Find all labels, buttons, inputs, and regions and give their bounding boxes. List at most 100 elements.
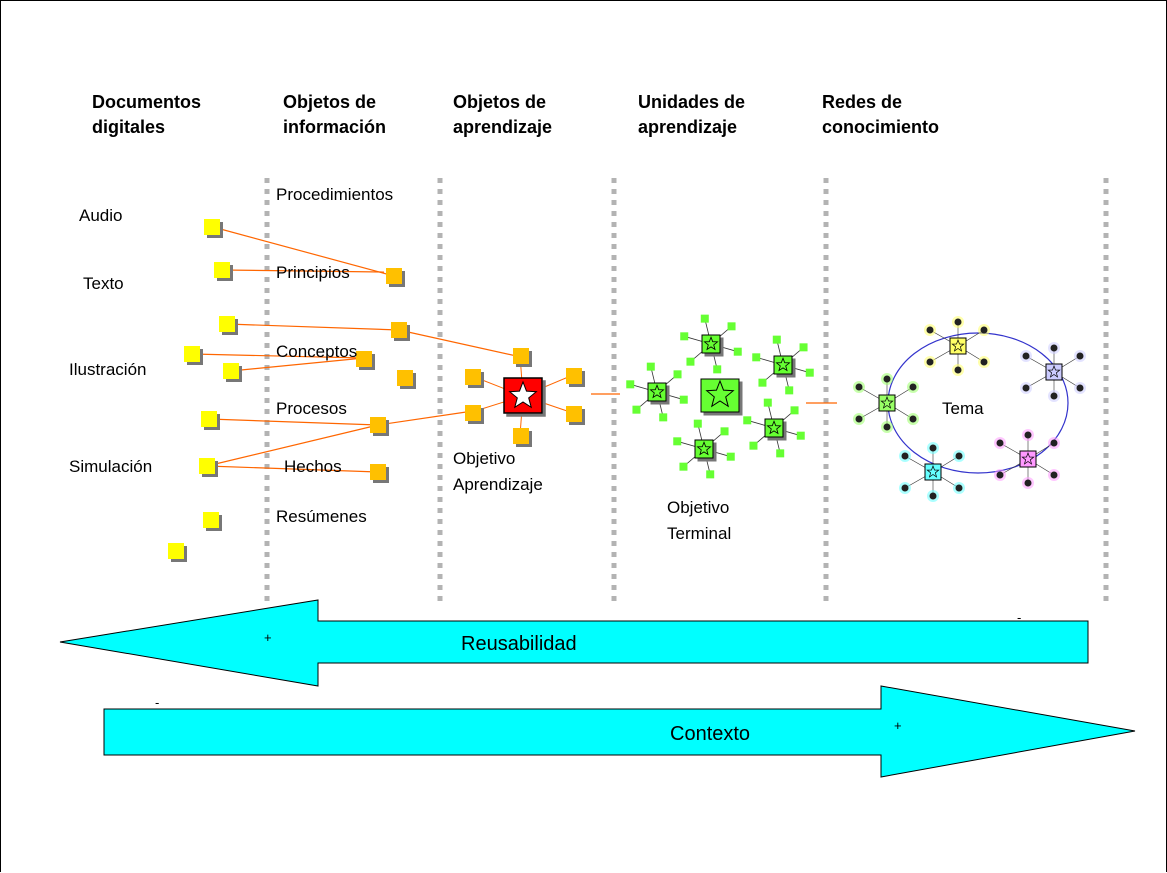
network-node <box>955 452 963 460</box>
doc-label-audio: Audio <box>79 206 122 225</box>
star-icon <box>766 420 782 435</box>
network-node <box>980 326 988 334</box>
info-label-procedimientos: Procedimientos <box>276 185 393 204</box>
satellite-node <box>566 368 582 384</box>
star-icon <box>1021 452 1035 465</box>
hub-satellite <box>776 449 785 458</box>
network-node <box>909 383 917 391</box>
info-label-procesos: Procesos <box>276 399 347 418</box>
network-hub <box>878 394 896 412</box>
network-node <box>1024 479 1032 487</box>
network-hub <box>1045 363 1063 381</box>
network-node <box>855 415 863 423</box>
doc-label-simulacion: Simulación <box>69 457 152 476</box>
network-node <box>901 484 909 492</box>
connector-line <box>398 329 522 358</box>
star-icon <box>951 339 965 352</box>
network-node <box>955 484 963 492</box>
network-node <box>929 444 937 452</box>
hub-satellite <box>796 431 805 440</box>
star-icon <box>705 379 735 408</box>
hub-satellite <box>673 437 682 446</box>
document-node <box>223 363 239 379</box>
network-node <box>855 383 863 391</box>
star-icon <box>696 441 712 456</box>
header-redes-line2: conocimiento <box>822 117 939 137</box>
document-node <box>219 316 235 332</box>
network-node <box>926 358 934 366</box>
network-node <box>883 423 891 431</box>
info-object-labels: Procedimientos Principios Conceptos Proc… <box>276 185 393 526</box>
knowledge-network-cluster <box>853 316 1086 502</box>
info-object-nodes <box>356 268 413 480</box>
header-redes-line1: Redes de <box>822 92 902 112</box>
header-informacion-line1: Objetos de <box>283 92 376 112</box>
connector-line <box>221 269 385 273</box>
info-label-hechos: Hechos <box>284 457 342 476</box>
connector-lines <box>191 226 837 473</box>
info-object-node <box>391 322 407 338</box>
network-node <box>926 326 934 334</box>
context-plus: + <box>894 718 902 733</box>
document-node <box>168 543 184 559</box>
satellite-node <box>465 405 481 421</box>
connector-line <box>230 357 365 372</box>
hub-satellite <box>805 368 814 377</box>
network-node <box>1024 431 1032 439</box>
network-hub <box>1019 450 1037 468</box>
document-node <box>204 219 220 235</box>
document-nodes <box>168 219 239 559</box>
hub-satellite <box>706 470 715 479</box>
learning-object-node <box>465 348 582 444</box>
hub-satellite <box>680 332 689 341</box>
hub-satellite <box>758 378 767 387</box>
star-icon <box>703 336 719 351</box>
document-node <box>184 346 200 362</box>
connector-line <box>206 424 379 467</box>
hub-satellite <box>743 416 752 425</box>
network-node <box>1076 352 1084 360</box>
header-aprendizaje-line1: Objetos de <box>453 92 546 112</box>
header-informacion-line2: información <box>283 117 386 137</box>
connector-line <box>226 323 400 331</box>
network-node <box>1050 344 1058 352</box>
header-unidades-line1: Unidades de <box>638 92 745 112</box>
network-node <box>1050 471 1058 479</box>
hub-satellite <box>763 398 772 407</box>
network-node <box>909 415 917 423</box>
network-node <box>1050 392 1058 400</box>
network-node <box>883 375 891 383</box>
hub-satellite <box>713 365 722 374</box>
document-node <box>214 262 230 278</box>
reusability-arrow <box>59 599 1089 687</box>
info-label-conceptos: Conceptos <box>276 342 357 361</box>
document-node <box>199 458 215 474</box>
reusability-plus: + <box>264 630 272 645</box>
hub-satellite <box>799 343 808 352</box>
hub-satellite <box>693 419 702 428</box>
hub-satellite <box>632 405 641 414</box>
context-minus: - <box>155 695 159 710</box>
network-node <box>954 318 962 326</box>
header-documentos-line1: Documentos <box>92 92 201 112</box>
network-node <box>980 358 988 366</box>
document-node <box>203 512 219 528</box>
column-dividers <box>264 178 1109 606</box>
context-arrow <box>103 685 1136 778</box>
hub-satellite <box>679 395 688 404</box>
doc-label-texto: Texto <box>83 274 124 293</box>
hub-satellite <box>720 427 729 436</box>
network-node <box>996 471 1004 479</box>
info-object-node <box>356 351 372 367</box>
network-node <box>1050 439 1058 447</box>
hub-satellite <box>673 370 682 379</box>
hub-satellite <box>726 452 735 461</box>
hub-satellite <box>752 353 761 362</box>
connector-line <box>208 418 379 426</box>
satellite-node <box>566 406 582 422</box>
header-aprendizaje-line2: aprendizaje <box>453 117 552 137</box>
connector-line <box>212 226 395 277</box>
hub-satellite <box>686 357 695 366</box>
hub-satellite <box>790 406 799 415</box>
network-node <box>901 452 909 460</box>
